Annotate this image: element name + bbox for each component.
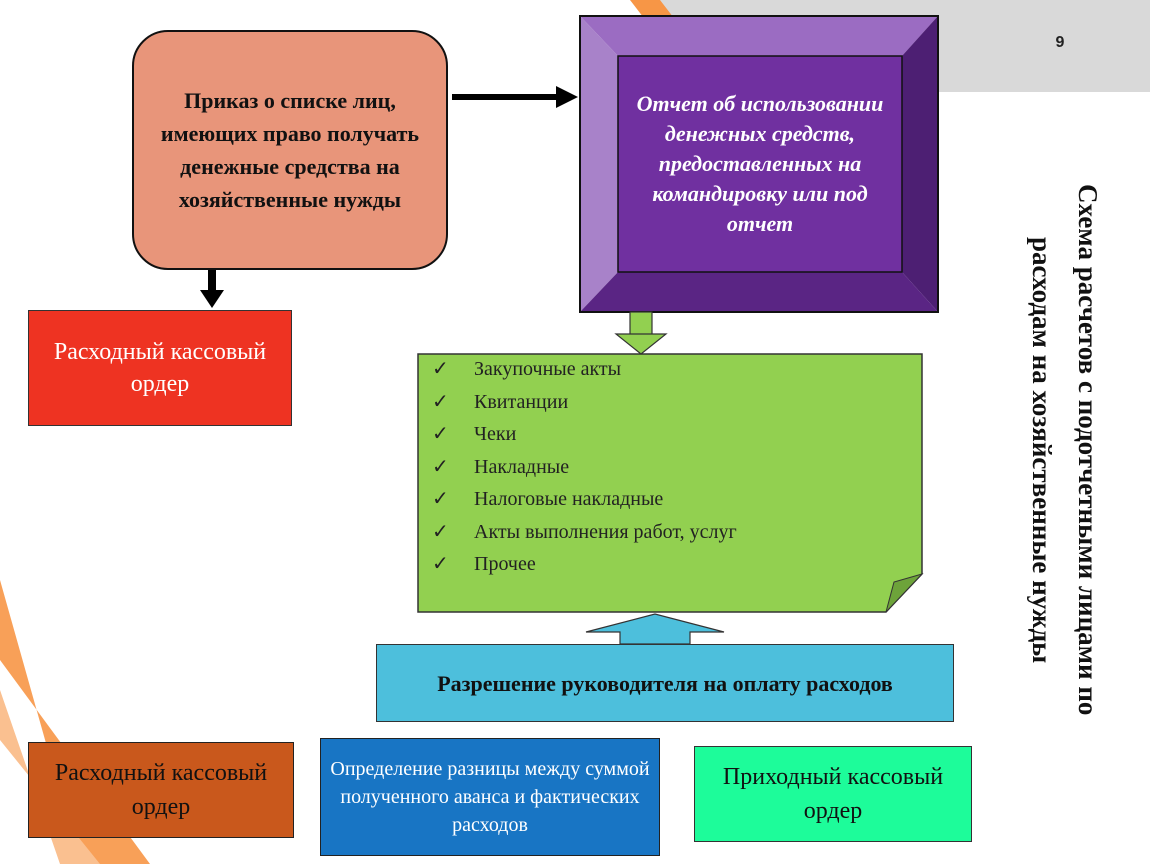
difference-box: Определение разницы между суммой получен…: [320, 738, 660, 856]
approval-text: Разрешение руководителя на оплату расход…: [437, 670, 893, 696]
receipt-order-box: Приходный кассовый ордер: [694, 746, 972, 842]
document-label: Чеки: [474, 423, 517, 445]
slide-title-wrap: Схема расчетов с подотчетными лицами по …: [990, 140, 1140, 760]
approval-box: Разрешение руководителя на оплату расход…: [376, 644, 954, 722]
report-text: Отчет об использовании денежных средств,…: [636, 91, 884, 236]
document-label: Накладные: [474, 455, 570, 478]
order-list-text: Приказ о списке лиц, имеющих право получ…: [160, 88, 420, 212]
arrow-order-to-expense: [200, 270, 224, 308]
documents-note-fold: [885, 573, 924, 613]
document-label: Прочее: [474, 553, 536, 575]
checkmark-icon: ✓: [432, 423, 449, 445]
expense-order-bottom-text: Расходный кассовый ордер: [54, 760, 268, 820]
report-frame: [579, 15, 939, 313]
list-item: ✓ Акты выполнения работ, услуг: [432, 517, 852, 550]
order-list-box: Приказ о списке лиц, имеющих право получ…: [132, 30, 448, 270]
difference-text: Определение разницы между суммой получен…: [330, 758, 650, 836]
list-item: ✓ Чеки: [432, 419, 852, 452]
checkmark-icon: ✓: [432, 553, 449, 575]
document-label: Акты выполнения работ, услуг: [474, 520, 737, 543]
receipt-order-text: Приходный кассовый ордер: [722, 764, 944, 824]
checkmark-icon: ✓: [432, 358, 449, 380]
checkmark-icon: ✓: [432, 390, 449, 413]
checkmark-icon: ✓: [432, 520, 449, 543]
page-number: 9: [1055, 34, 1065, 51]
expense-order-top-box: Расходный кассовый ордер: [28, 310, 292, 426]
documents-list: ✓ Закупочные акты ✓ Квитанции ✓ Чеки ✓ Накла…: [432, 354, 852, 582]
arrow-report-to-documents: [614, 311, 668, 355]
arrow-approval-to-documents: [585, 613, 725, 645]
list-item: ✓ Квитанции: [432, 387, 852, 420]
document-label: Налоговые накладные: [474, 488, 664, 510]
expense-order-top-text: Расходный кассовый ордер: [53, 339, 267, 397]
expense-order-bottom-box: Расходный кассовый ордер: [28, 742, 294, 838]
document-label: Закупочные акты: [474, 358, 622, 380]
list-item: ✓ Налоговые накладные: [432, 484, 852, 517]
checkmark-icon: ✓: [432, 455, 449, 478]
list-item: ✓ Прочее: [432, 549, 852, 582]
checkmark-icon: ✓: [432, 488, 449, 510]
slide-title: Схема расчетов с подотчетными лицами по …: [1027, 184, 1103, 716]
list-item: ✓ Накладные: [432, 452, 852, 485]
arrow-order-to-report: [452, 86, 578, 108]
report-box: Отчет об использовании денежных средств,…: [618, 56, 902, 272]
document-label: Квитанции: [474, 390, 569, 413]
list-item: ✓ Закупочные акты: [432, 354, 852, 387]
